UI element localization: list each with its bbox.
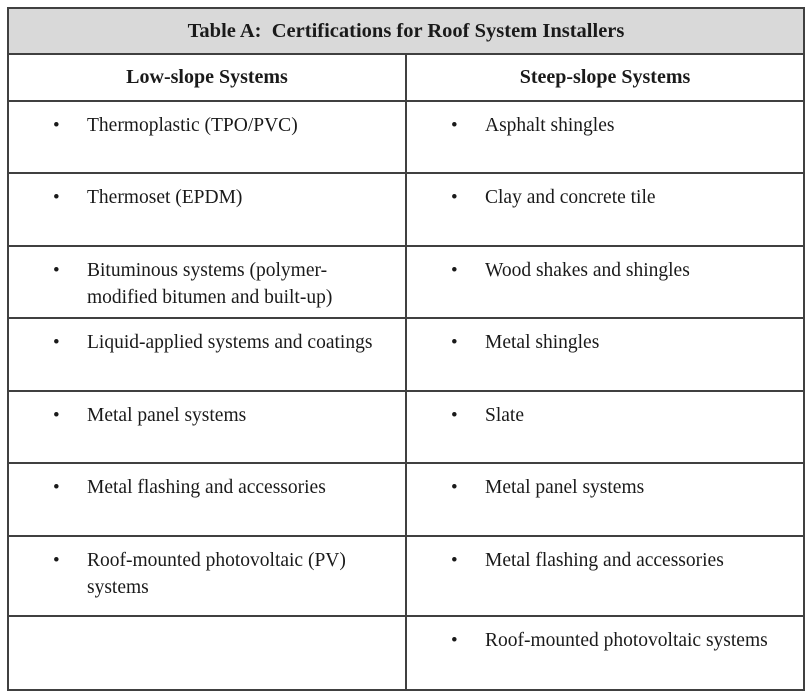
list-item-text: Thermoplastic (TPO/PVC) <box>87 115 298 136</box>
list-item: • Metal flashing and accessories <box>9 464 405 501</box>
table-cell: • Metal shingles <box>404 317 806 392</box>
table-cell: • Roof-mounted photovoltaic systems <box>404 615 806 691</box>
table-cell: • Thermoset (EPDM) <box>7 172 407 247</box>
bullet-icon: • <box>451 405 458 426</box>
list-item: • Clay and concrete tile <box>407 174 803 211</box>
table-title-row: Table A: Certifications for Roof System … <box>6 7 806 55</box>
bullet-icon: • <box>451 115 458 136</box>
table-row: • Metal flashing and accessories • Metal… <box>7 462 806 537</box>
table-cell: • Metal panel systems <box>7 390 407 464</box>
list-item-text: Asphalt shingles <box>485 115 615 136</box>
table-row: • Metal panel systems • Slate <box>7 390 806 464</box>
bullet-icon: • <box>53 405 60 426</box>
bullet-icon: • <box>53 550 60 571</box>
bullet-icon: • <box>53 332 60 353</box>
list-item-text: Metal flashing and accessories <box>87 477 326 498</box>
table-cell: • Bituminous systems (polymer-modified b… <box>7 245 407 319</box>
list-item: • Metal shingles <box>407 319 803 356</box>
bullet-icon: • <box>53 477 60 498</box>
list-item-text: Metal shingles <box>485 332 600 353</box>
table-cell: • Wood shakes and shingles <box>404 245 806 319</box>
table-row: • Bituminous systems (polymer-modified b… <box>7 245 806 319</box>
list-item-text: Metal panel systems <box>87 405 247 426</box>
list-item: • Slate <box>407 392 803 429</box>
bullet-icon: • <box>451 332 458 353</box>
column-header-steep-slope: Steep-slope Systems <box>404 53 806 102</box>
table-cell: • Metal flashing and accessories <box>7 462 407 537</box>
table-cell: • Metal flashing and accessories <box>404 535 806 617</box>
table-cell-empty <box>7 615 407 691</box>
list-item: • Asphalt shingles <box>407 102 803 139</box>
table-cell: • Metal panel systems <box>404 462 806 537</box>
table-row: • Roof-mounted photovoltaic systems <box>7 615 806 691</box>
table-cell: • Clay and concrete tile <box>404 172 806 247</box>
bullet-icon: • <box>451 630 458 651</box>
list-item: • Roof-mounted photovoltaic (PV) systems <box>9 537 405 601</box>
list-item: • Metal panel systems <box>407 464 803 501</box>
table-row: • Thermoplastic (TPO/PVC) • Asphalt shin… <box>7 100 806 174</box>
bullet-icon: • <box>451 187 458 208</box>
list-item: • Wood shakes and shingles <box>407 247 803 284</box>
table-header-row: Low-slope Systems Steep-slope Systems <box>7 53 806 102</box>
table-title: Table A: Certifications for Roof System … <box>6 7 806 55</box>
list-item-text: Roof-mounted photovoltaic systems <box>485 630 768 651</box>
list-item: • Metal flashing and accessories <box>407 537 803 574</box>
bullet-icon: • <box>53 115 60 136</box>
table-cell: • Liquid-applied systems and coatings <box>7 317 407 392</box>
bullet-icon: • <box>451 550 458 571</box>
list-item-text: Clay and concrete tile <box>485 187 656 208</box>
list-item: • Bituminous systems (polymer-modified b… <box>9 247 405 311</box>
list-item-text: Thermoset (EPDM) <box>87 187 243 208</box>
list-item: • Liquid-applied systems and coatings <box>9 319 405 356</box>
table-row: • Thermoset (EPDM) • Clay and concrete t… <box>7 172 806 247</box>
list-item-text: Metal flashing and accessories <box>485 550 724 571</box>
certifications-table-container: Table A: Certifications for Roof System … <box>6 7 806 691</box>
bullet-icon: • <box>451 260 458 281</box>
table-row: • Liquid-applied systems and coatings • … <box>7 317 806 392</box>
list-item-text: Metal panel systems <box>485 477 645 498</box>
list-item: • Thermoset (EPDM) <box>9 174 405 211</box>
bullet-icon: • <box>53 187 60 208</box>
column-header-low-slope: Low-slope Systems <box>7 53 407 102</box>
list-item: • Thermoplastic (TPO/PVC) <box>9 102 405 139</box>
table-cell: • Thermoplastic (TPO/PVC) <box>7 100 407 174</box>
certifications-table: Table A: Certifications for Roof System … <box>6 7 806 691</box>
table-cell: • Asphalt shingles <box>404 100 806 174</box>
list-item-text: Bituminous systems (polymer-modified bit… <box>87 260 333 308</box>
bullet-icon: • <box>53 260 60 281</box>
bullet-icon: • <box>451 477 458 498</box>
list-item-text: Wood shakes and shingles <box>485 260 690 281</box>
table-cell: • Slate <box>404 390 806 464</box>
list-item-text: Slate <box>485 405 524 426</box>
list-item-text: Roof-mounted photovoltaic (PV) systems <box>87 550 346 598</box>
list-item: • Metal panel systems <box>9 392 405 429</box>
list-item: • Roof-mounted photovoltaic systems <box>407 617 803 654</box>
list-item-text: Liquid-applied systems and coatings <box>87 332 373 353</box>
table-cell: • Roof-mounted photovoltaic (PV) systems <box>7 535 407 617</box>
table-row: • Roof-mounted photovoltaic (PV) systems… <box>7 535 806 617</box>
